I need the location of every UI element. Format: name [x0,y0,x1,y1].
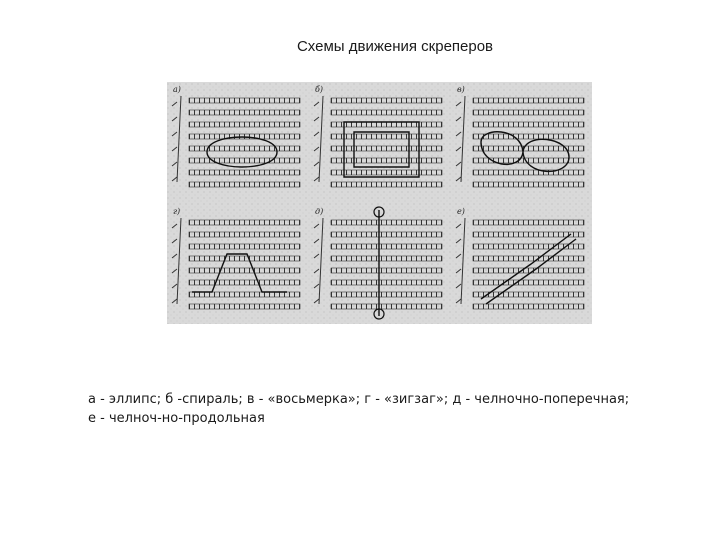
soil-strip [330,109,443,116]
panels-group: а) б) в) г) д) е) [171,85,585,320]
soil-strip [330,181,443,188]
soil-strip [330,279,443,286]
slope-mark [455,217,466,305]
soil-strip [188,219,301,226]
scheme-panel-spiral: б) [313,85,443,188]
soil-strip [330,169,443,176]
soil-strip [472,133,585,140]
soil-strip [472,303,585,310]
soil-strip [472,267,585,274]
panel-label: е) [457,207,465,216]
figure-caption: а - эллипс; б -спираль; в - «восьмерка»;… [88,390,698,428]
soil-strip [330,267,443,274]
soil-strip [472,145,585,152]
soil-strip [472,97,585,104]
panel-label: д) [315,207,323,216]
soil-strip [472,243,585,250]
panel-label: б) [315,85,323,94]
soil-strip [330,219,443,226]
soil-strip [188,279,301,286]
slope-mark [313,95,324,183]
panel-label: в) [457,85,465,94]
soil-strip [188,255,301,262]
movement-path [480,233,577,305]
slope-mark [171,217,182,305]
scheme-panel-shuttle-longitudinal: е) [455,207,585,310]
soil-strip [188,231,301,238]
movement-path [206,136,278,168]
soil-strip [472,121,585,128]
movement-path [480,131,570,173]
soil-strip [472,181,585,188]
panel-label: г) [173,207,180,216]
soil-strip [188,303,301,310]
soil-strip [472,169,585,176]
soil-strip [330,243,443,250]
scheme-panel-figure-eight: в) [455,85,585,188]
soil-strip [188,121,301,128]
soil-strip [330,291,443,298]
slide-title: Схемы движения скреперов [296,38,494,55]
soil-strip [188,169,301,176]
slope-mark [171,95,182,183]
soil-strip [330,121,443,128]
scheme-panel-ellipse: а) [171,85,301,188]
soil-strip [472,157,585,164]
soil-strip [330,231,443,238]
soil-strip [472,219,585,226]
soil-strip [330,145,443,152]
panel-label: а) [173,85,181,94]
turn-loop [373,206,385,218]
soil-strip [188,181,301,188]
movement-path [192,253,287,293]
soil-strip [472,279,585,286]
caption-line-1: а - эллипс; б -спираль; в - «восьмерка»;… [88,392,630,407]
caption-line-2: е - челноч-но-продольная [88,411,265,426]
soil-strip [188,145,301,152]
soil-strip [188,157,301,164]
soil-strip [472,231,585,238]
soil-strip [330,157,443,164]
soil-strip [472,255,585,262]
soil-strip [188,97,301,104]
slope-mark [313,217,324,305]
soil-strip [330,133,443,140]
turn-loop [373,308,385,320]
slope-mark [455,95,466,183]
soil-strip [330,255,443,262]
soil-strip [188,243,301,250]
soil-strip [188,267,301,274]
scheme-panel-shuttle-transverse: д) [313,206,443,320]
soil-strip [188,291,301,298]
soil-strip [472,291,585,298]
soil-strip [330,97,443,104]
soil-strip [330,303,443,310]
movement-path [343,121,420,178]
soil-strip [188,109,301,116]
soil-strip [472,109,585,116]
scraper-schemes-figure: а) б) в) г) д) е) [167,82,592,324]
scheme-panel-zigzag: г) [171,207,301,310]
